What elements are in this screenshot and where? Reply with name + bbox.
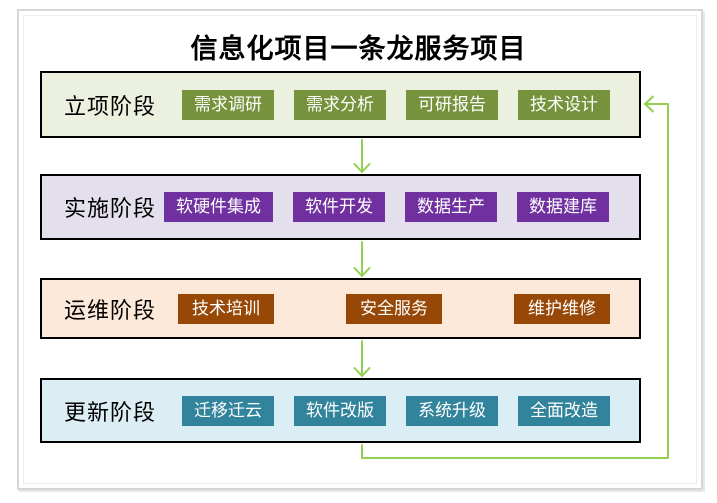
phase-label-implementation: 实施阶段	[64, 196, 157, 221]
item-chip: 数据生产	[405, 192, 497, 222]
item-chip: 全面改造	[518, 395, 610, 426]
phase-items-update: 迁移迁云 软件改版 系统升级 全面改造	[182, 395, 610, 426]
phase-box-initiation: 立项阶段 需求调研 需求分析 可研报告 技术设计	[40, 71, 641, 138]
phase-box-update: 更新阶段 迁移迁云 软件改版 系统升级 全面改造	[40, 378, 641, 443]
phase-box-implementation: 实施阶段 软硬件集成 软件开发 数据生产 数据建库	[40, 174, 641, 240]
phase-label-update: 更新阶段	[64, 399, 157, 425]
phase-items-operations: 技术培训 安全服务 维护维修	[178, 293, 610, 324]
phase-items-initiation: 需求调研 需求分析 可研报告 技术设计	[182, 89, 610, 120]
item-chip: 系统升级	[406, 395, 498, 426]
item-chip: 维护维修	[514, 293, 610, 324]
item-chip: 软件改版	[294, 395, 386, 426]
item-chip: 技术设计	[518, 89, 610, 120]
item-chip: 软硬件集成	[164, 192, 273, 222]
item-chip: 软件开发	[293, 192, 385, 222]
phase-label-initiation: 立项阶段	[64, 93, 157, 119]
phase-box-operations: 运维阶段 技术培训 安全服务 维护维修	[40, 278, 641, 339]
item-chip: 安全服务	[346, 293, 442, 324]
item-chip: 需求分析	[294, 89, 386, 120]
diagram-title: 信息化项目一条龙服务项目	[190, 34, 527, 64]
item-chip: 需求调研	[182, 89, 274, 120]
picture-frame-inner-line	[23, 15, 697, 484]
item-chip: 技术培训	[178, 293, 274, 324]
phase-label-operations: 运维阶段	[64, 297, 157, 323]
item-chip: 数据建库	[517, 192, 609, 222]
item-chip: 可研报告	[406, 89, 498, 120]
phase-items-implementation: 软硬件集成 软件开发 数据生产 数据建库	[164, 192, 609, 222]
item-chip: 迁移迁云	[182, 395, 274, 426]
